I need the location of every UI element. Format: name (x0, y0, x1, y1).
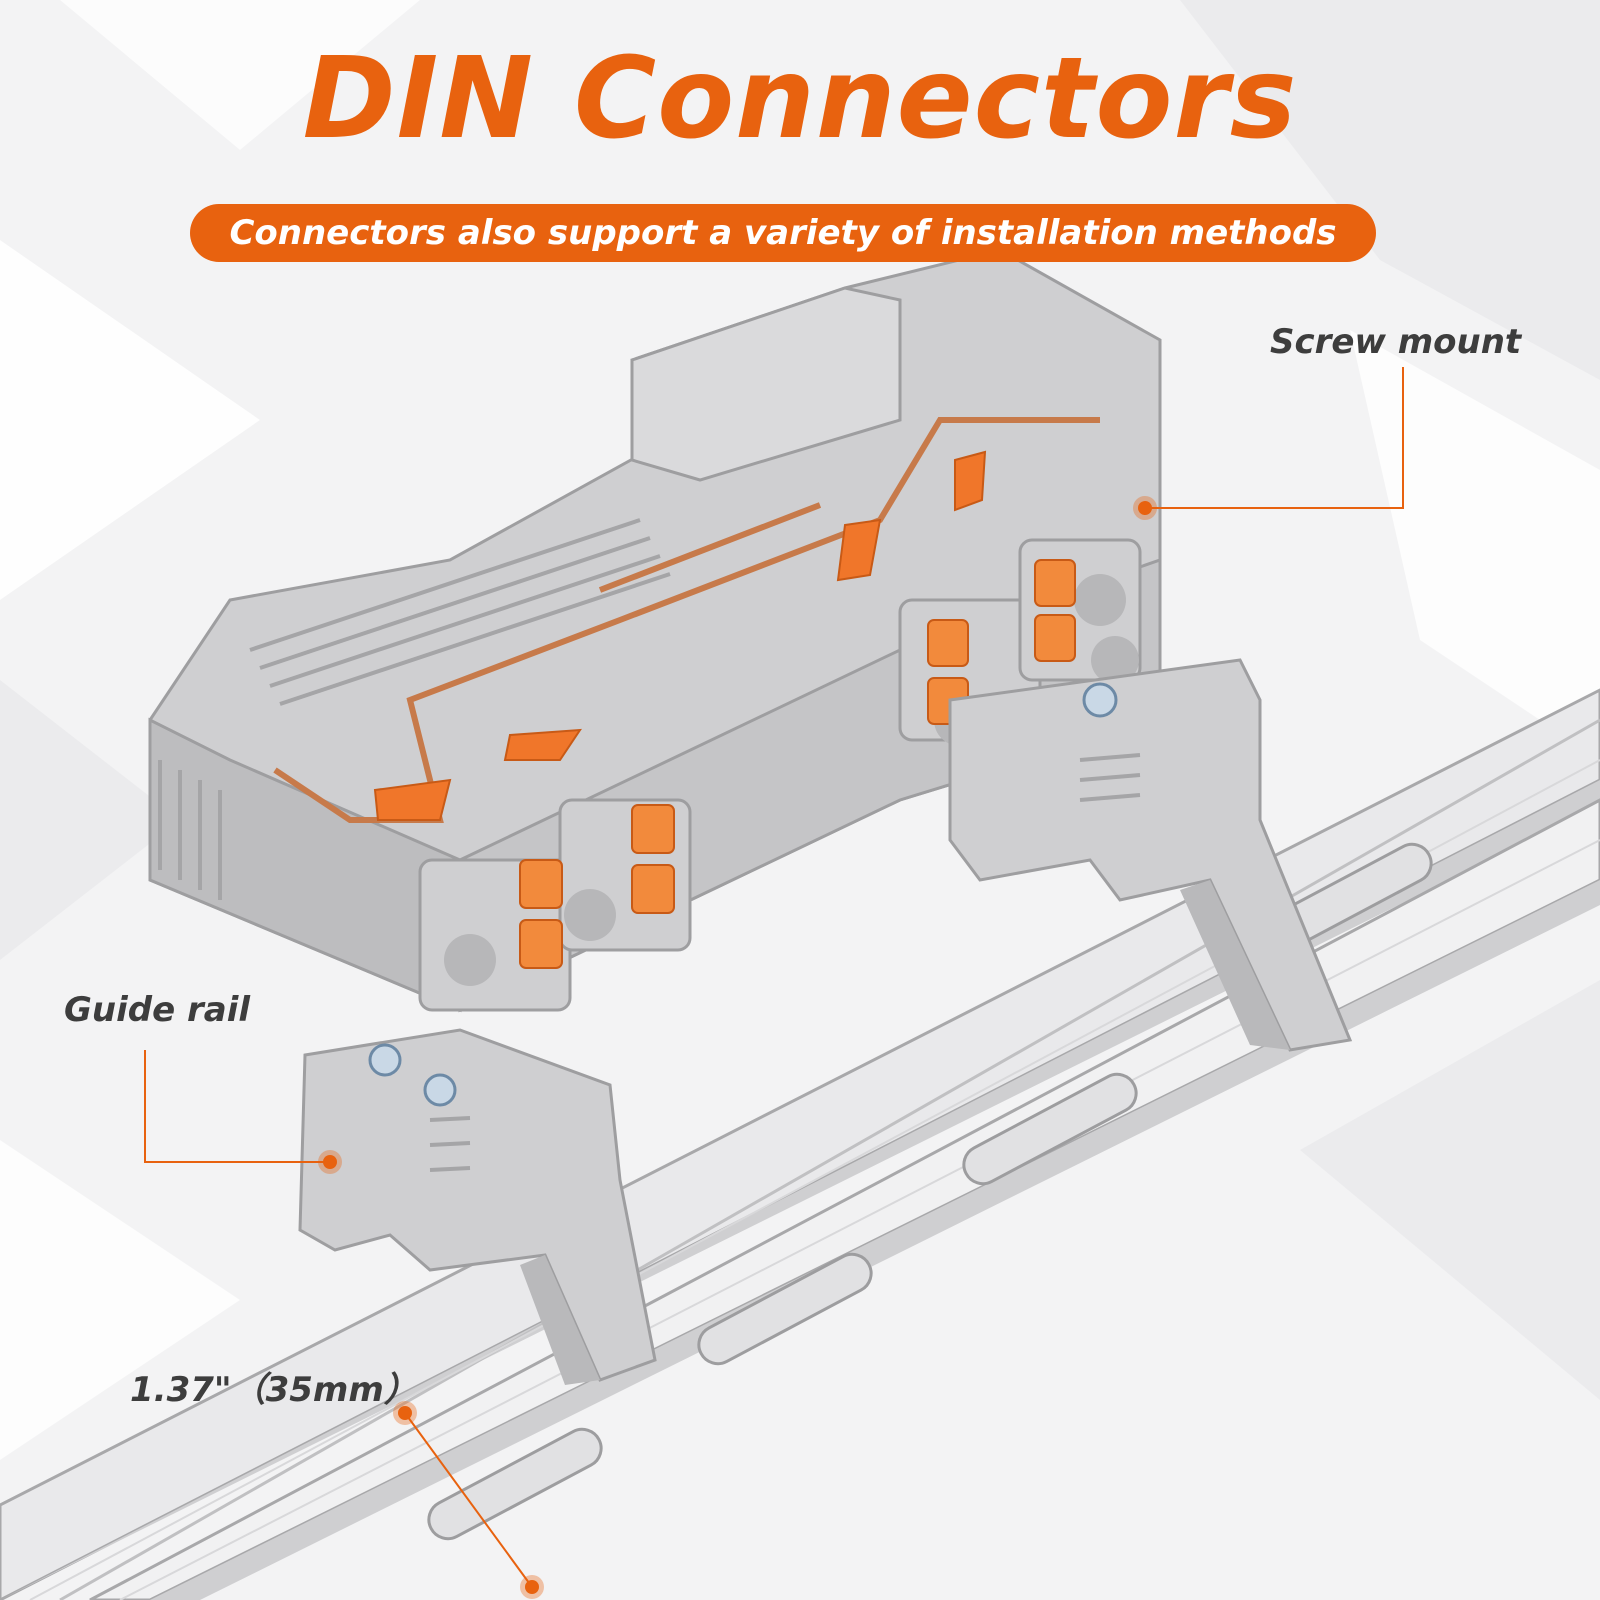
end-bracket-left (298, 1028, 657, 1385)
callout-leaders (144, 367, 1404, 1588)
callout-rail-width: 1.37"（35mm） (130, 1370, 418, 1410)
callout-guide-rail: Guide rail (64, 990, 251, 1030)
page-title: DIN Connectors (302, 34, 1298, 164)
rail-slot-holes (427, 842, 1433, 1541)
end-bracket-right (948, 658, 1353, 1052)
subtitle-text: Connectors also support a variety of ins… (229, 213, 1337, 253)
subtitle-banner: Connectors also support a variety of ins… (190, 204, 1376, 262)
callout-dots (318, 496, 1157, 1599)
callout-screw-mount: Screw mount (1270, 322, 1522, 362)
orange-levers (373, 450, 987, 821)
